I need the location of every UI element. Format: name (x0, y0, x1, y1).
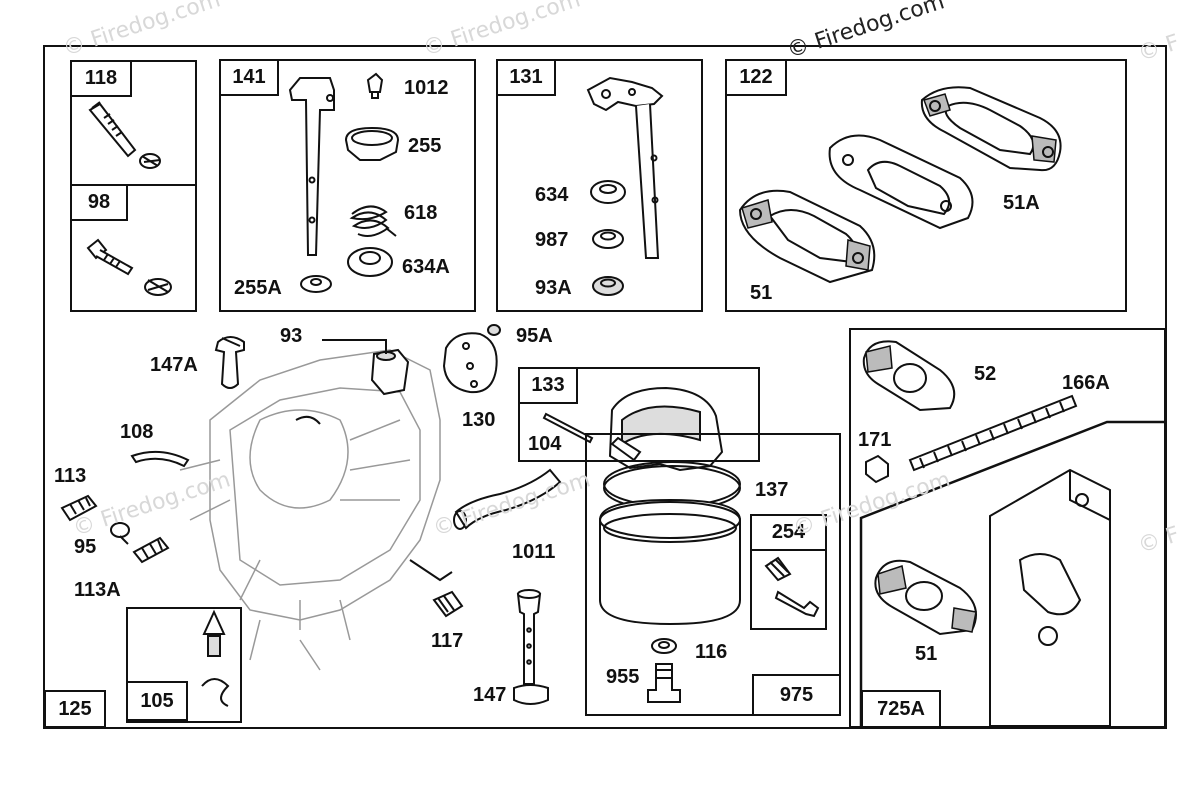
part-116-washer (651, 638, 677, 654)
part-93A-seal (592, 276, 624, 296)
label-52: 52 (974, 363, 997, 385)
label-95: 95 (74, 536, 97, 558)
part-255A-washer (300, 275, 332, 293)
part-255-cam (344, 126, 400, 161)
label-130: 130 (462, 409, 496, 431)
part-955-nut (647, 663, 681, 703)
frame-131 (496, 59, 703, 312)
part-130-choke-plate (442, 332, 498, 394)
part-618-spring (349, 205, 397, 237)
label-108: 108 (120, 421, 154, 443)
leader-93 (322, 339, 387, 354)
frame-141 (219, 59, 476, 312)
label-618: 618 (404, 202, 438, 224)
label-51-top: 51 (750, 282, 773, 304)
label-255: 255 (408, 135, 442, 157)
frame-98 (70, 184, 197, 312)
frame-122 (725, 59, 1127, 312)
tag-131: 131 (496, 59, 556, 96)
label-104: 104 (528, 433, 562, 455)
carburetor-body (179, 349, 453, 671)
tag-122: 122 (725, 59, 787, 96)
part-254-screw-spring (764, 556, 820, 618)
label-113A: 113A (74, 579, 121, 601)
frame-133 (518, 367, 760, 462)
part-634A-seal (347, 247, 393, 277)
part-51-gasket-top (738, 189, 876, 284)
part-634-seal (590, 180, 626, 204)
label-137: 137 (755, 479, 789, 501)
part-95-washer (110, 522, 130, 545)
label-116: 116 (695, 641, 728, 663)
label-955: 955 (606, 666, 640, 688)
label-93A: 93A (535, 277, 572, 299)
tag-725A: 725A (861, 690, 941, 728)
part-52-gasket (862, 340, 956, 412)
part-95A-screw (487, 324, 501, 336)
label-51A: 51A (1003, 192, 1040, 214)
tag-133: 133 (518, 367, 578, 404)
part-104-pin (542, 412, 594, 444)
label-117: 117 (431, 630, 464, 652)
part-spacer-block (828, 134, 974, 230)
tag-254: 254 (750, 514, 827, 551)
label-1011: 1011 (512, 541, 556, 563)
part-141-throttle-shaft (288, 77, 335, 256)
label-95A: 95A (516, 325, 553, 347)
part-987-seal (592, 229, 624, 249)
frame-right (849, 328, 1166, 728)
part-118-needle-screw (88, 101, 161, 169)
label-171: 171 (858, 429, 892, 451)
label-93: 93 (280, 325, 303, 347)
part-117-jet (432, 590, 464, 618)
label-1012: 1012 (404, 77, 449, 99)
tag-118: 118 (70, 60, 132, 97)
label-51-bottom: 51 (915, 643, 938, 665)
label-166A: 166A (1062, 372, 1110, 394)
label-634A: 634A (402, 256, 450, 278)
tag-105: 105 (126, 681, 188, 721)
part-1011-tube (453, 468, 562, 530)
part-105-needle (201, 609, 230, 707)
part-108-gasket (130, 450, 190, 468)
tag-125: 125 (44, 690, 106, 728)
label-147: 147 (473, 684, 507, 706)
label-113: 113 (54, 465, 87, 487)
part-147-tube (513, 589, 549, 705)
tag-98: 98 (70, 184, 128, 221)
part-147A-plug (214, 336, 245, 389)
label-255A: 255A (234, 277, 282, 299)
part-93-pin (370, 348, 410, 396)
part-131-choke-shaft (586, 76, 664, 259)
label-987: 987 (535, 229, 569, 251)
frame-105 (126, 607, 242, 723)
tag-975: 975 (752, 674, 841, 716)
part-113-screw (60, 494, 98, 522)
tag-141: 141 (219, 59, 279, 96)
frame-975 (585, 433, 841, 716)
label-634: 634 (535, 184, 569, 206)
part-51A-gasket (920, 86, 1062, 172)
part-113A-screw (132, 536, 170, 564)
part-1012-bushing (366, 72, 384, 99)
part-98-idle-screw (86, 238, 172, 296)
part-975-bowl (599, 498, 741, 626)
outer-frame-125 (43, 45, 1167, 729)
label-147A: 147A (150, 354, 198, 376)
